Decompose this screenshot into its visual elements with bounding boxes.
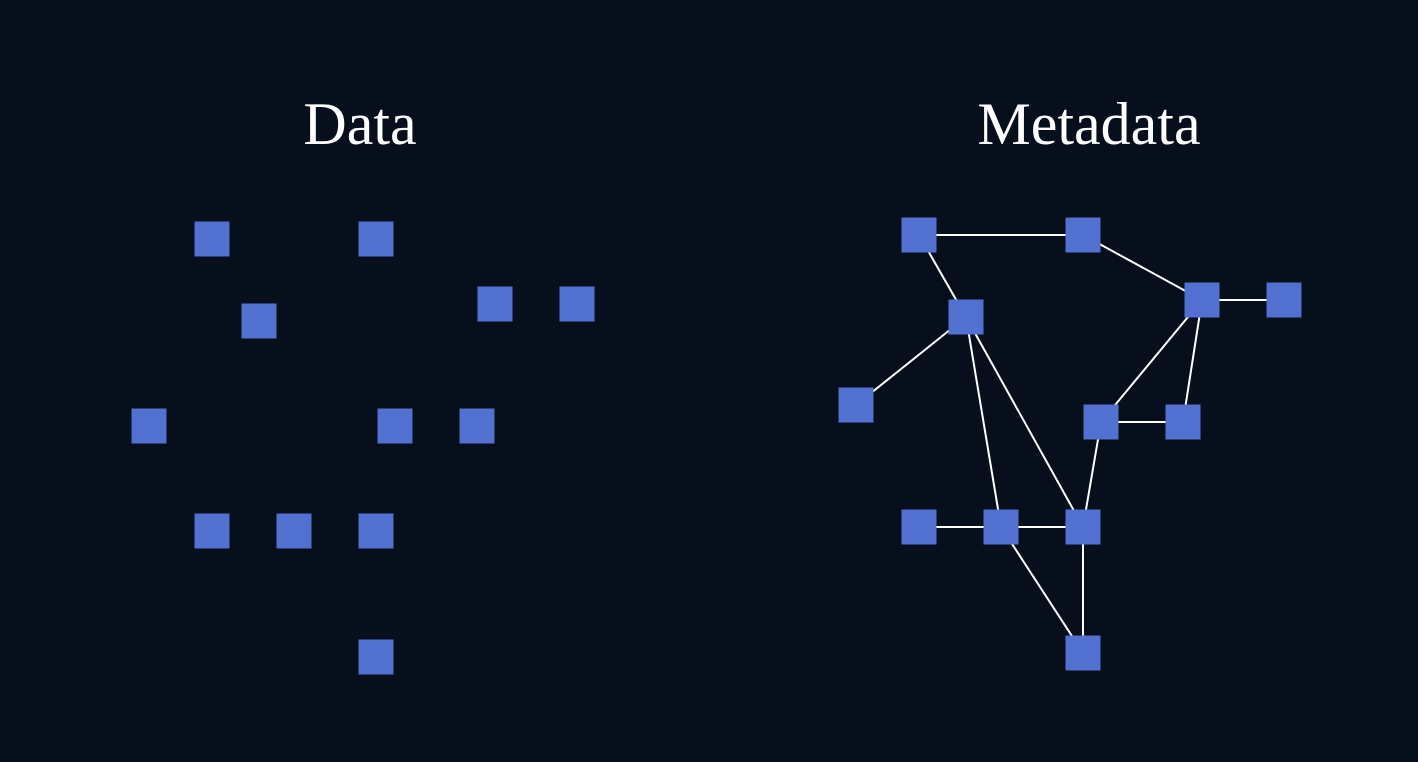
node-square (1083, 404, 1119, 440)
metadata-node (1083, 404, 1119, 440)
node-square (901, 509, 937, 545)
data-node (131, 408, 167, 444)
node-square (241, 303, 277, 339)
node-square (983, 509, 1019, 545)
metadata-node (1184, 282, 1220, 318)
node-square (194, 221, 230, 257)
data-node (358, 221, 394, 257)
metadata-node (901, 217, 937, 253)
node-square (358, 639, 394, 675)
node-square (1165, 404, 1201, 440)
data-node (559, 286, 595, 322)
metadata-node (1065, 217, 1101, 253)
metadata-nodes (838, 217, 1302, 671)
data-node (477, 286, 513, 322)
data-panel-title: Data (303, 91, 417, 157)
node-square (276, 513, 312, 549)
node-square (559, 286, 595, 322)
metadata-panel (838, 217, 1302, 671)
node-square (358, 221, 394, 257)
node-square (477, 286, 513, 322)
node-square (1065, 635, 1101, 671)
node-square (1266, 282, 1302, 318)
metadata-node (948, 299, 984, 335)
data-node (377, 408, 413, 444)
node-square (131, 408, 167, 444)
data-node (194, 513, 230, 549)
data-node (241, 303, 277, 339)
metadata-edge (965, 316, 1084, 528)
data-node (276, 513, 312, 549)
data-node (358, 513, 394, 549)
metadata-node (983, 509, 1019, 545)
metadata-node (1266, 282, 1302, 318)
node-square (948, 299, 984, 335)
metadata-edge (855, 316, 967, 406)
metadata-node (1165, 404, 1201, 440)
node-square (377, 408, 413, 444)
node-square (1065, 217, 1101, 253)
metadata-node (901, 509, 937, 545)
data-panel (131, 221, 595, 675)
node-square (838, 387, 874, 423)
node-square (901, 217, 937, 253)
node-square (1184, 282, 1220, 318)
metadata-edge (1082, 234, 1203, 301)
node-square (194, 513, 230, 549)
node-square (1065, 509, 1101, 545)
metadata-edge (1000, 526, 1084, 654)
metadata-edge (1100, 299, 1203, 423)
data-node (459, 408, 495, 444)
metadata-panel-title: Metadata (977, 91, 1201, 157)
node-square (459, 408, 495, 444)
metadata-node (1065, 509, 1101, 545)
metadata-edge (1182, 299, 1203, 423)
metadata-edges (855, 234, 1284, 654)
data-node (194, 221, 230, 257)
metadata-edge (965, 316, 1002, 528)
metadata-node (1065, 635, 1101, 671)
node-square (358, 513, 394, 549)
metadata-node (838, 387, 874, 423)
data-node (358, 639, 394, 675)
